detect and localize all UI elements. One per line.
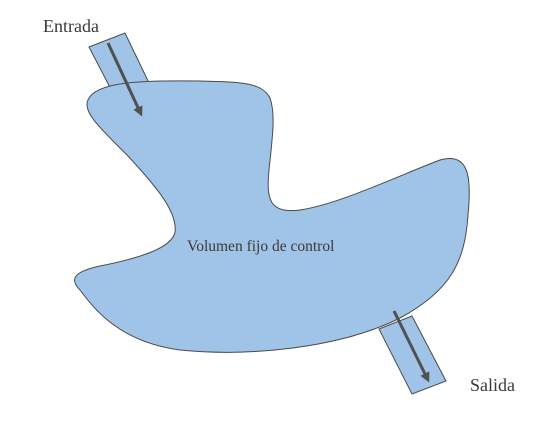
control-volume-body: [74, 80, 470, 353]
outlet-label: Salida: [470, 375, 515, 395]
outlet-arrow-icon: [392, 310, 430, 383]
control-volume-label: Volumen fijo de control: [187, 238, 334, 255]
inlet-label: Entrada: [43, 16, 99, 36]
inlet-arrow-icon: [106, 42, 143, 117]
outlet-pipe: [378, 315, 447, 395]
